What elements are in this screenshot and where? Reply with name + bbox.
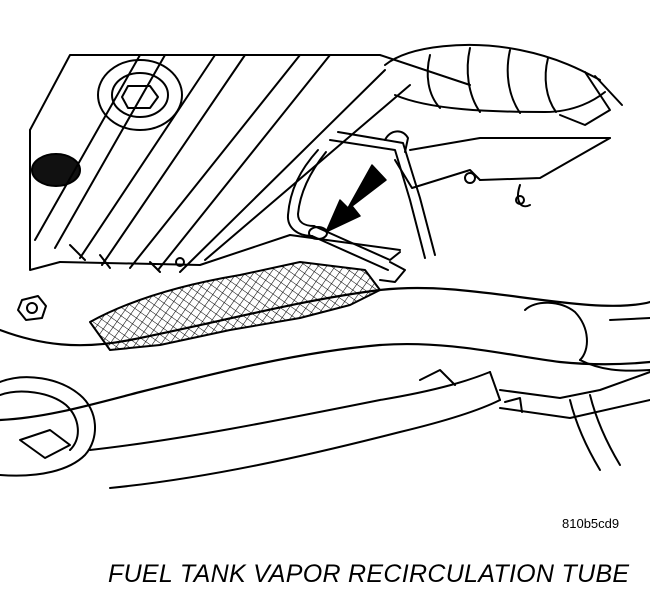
callout-arrow xyxy=(325,164,387,233)
fasteners xyxy=(175,172,525,267)
underbody-illustration xyxy=(0,44,650,489)
rear-suspension-mount xyxy=(524,301,650,471)
mounting-bolt-upper xyxy=(97,59,183,131)
heat-shield xyxy=(89,261,406,351)
figure-code: 810b5cd9 xyxy=(562,516,620,531)
lower-left-tire xyxy=(0,376,97,477)
lower-rail xyxy=(89,369,650,489)
drive-shaft-boot xyxy=(384,44,623,126)
figure-caption: FUEL TANK VAPOR RECIRCULATION TUBE xyxy=(108,560,630,588)
reinforcing-ribs xyxy=(34,54,411,273)
mounting-nut-left xyxy=(17,295,47,321)
underbody-frame xyxy=(29,54,471,271)
access-hole xyxy=(31,153,81,187)
exhaust-pipe xyxy=(0,286,650,422)
vapor-recirculation-tube xyxy=(286,131,436,271)
